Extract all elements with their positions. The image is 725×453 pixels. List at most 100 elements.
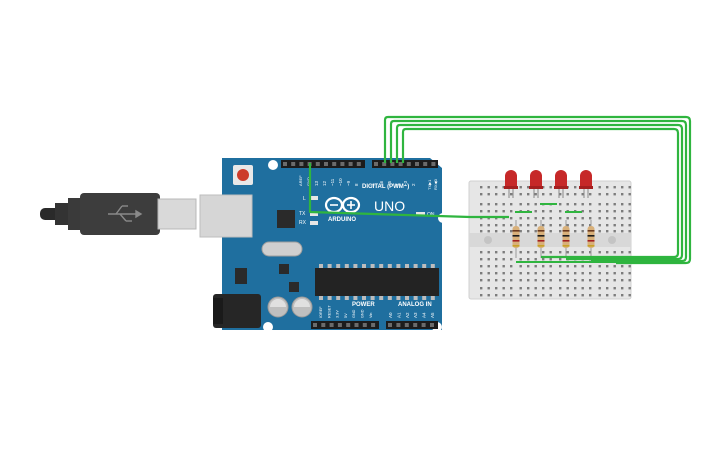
bb-hole <box>566 279 569 282</box>
bb-hole <box>621 265 624 268</box>
bb-hole <box>559 294 562 297</box>
bb-hole <box>480 258 483 261</box>
bb-hole <box>480 193 483 196</box>
bb-hole <box>606 210 609 213</box>
bb-hole <box>598 251 601 254</box>
red-led[interactable] <box>504 170 518 198</box>
bb-hole <box>542 279 545 282</box>
bb-hole <box>606 251 609 254</box>
digital-pin-label: ~5 <box>387 180 392 186</box>
usb-cable[interactable] <box>40 193 197 235</box>
bb-hole <box>534 217 537 220</box>
bb-hole <box>542 193 545 196</box>
wire-gnd[interactable] <box>308 163 509 219</box>
resistor-band <box>512 240 520 242</box>
chip-pin <box>387 264 392 268</box>
bb-hole <box>534 203 537 206</box>
bb-hole <box>628 272 631 275</box>
bb-hole <box>559 230 562 233</box>
resistor[interactable] <box>537 220 545 258</box>
bb-hole <box>527 265 530 268</box>
wire-pin-6[interactable] <box>383 115 692 265</box>
bb-hole <box>628 186 631 189</box>
resistor-band <box>562 245 570 247</box>
breadboard[interactable] <box>468 170 632 300</box>
wire-pin-5[interactable] <box>389 119 688 263</box>
bb-hole <box>549 287 552 290</box>
bb-hole <box>527 186 530 189</box>
header-hole <box>396 323 401 327</box>
bb-hole <box>628 251 631 254</box>
bb-hole <box>542 224 545 227</box>
bb-hole <box>581 287 584 290</box>
bb-hole <box>487 210 490 213</box>
bb-hole <box>581 265 584 268</box>
bb-hole <box>519 265 522 268</box>
bb-hole <box>566 217 569 220</box>
bb-hole <box>495 265 498 268</box>
header-hole <box>362 323 367 327</box>
bb-hole <box>502 265 505 268</box>
bb-hole <box>598 279 601 282</box>
chip-pin <box>396 296 401 300</box>
bb-hole <box>589 193 592 196</box>
resistor[interactable] <box>512 220 520 258</box>
digital-header-right[interactable] <box>372 160 438 168</box>
on-led <box>416 212 425 216</box>
bb-hole <box>487 217 490 220</box>
bb-hole <box>628 230 631 233</box>
bb-hole <box>613 272 616 275</box>
header-hole <box>371 323 376 327</box>
digital-pin-label: ~6 <box>379 180 384 186</box>
resistor-group <box>512 220 595 258</box>
bb-hole <box>606 186 609 189</box>
wire-pin-4[interactable] <box>395 123 684 261</box>
bb-hole <box>628 279 631 282</box>
tx-led <box>310 212 318 216</box>
chip-pin <box>344 264 349 268</box>
header-hole <box>283 162 287 166</box>
resistor[interactable] <box>587 220 595 258</box>
reset-button[interactable] <box>237 169 249 181</box>
bb-hole <box>502 186 505 189</box>
digital-pin-label: ~9 <box>346 180 351 186</box>
bb-hole <box>510 272 513 275</box>
bb-hole <box>519 279 522 282</box>
bb-hole <box>549 294 552 297</box>
power-header[interactable] <box>311 321 379 329</box>
usb-b-port <box>199 194 253 238</box>
red-led[interactable] <box>529 170 543 198</box>
bb-hole <box>510 251 513 254</box>
bb-hole <box>613 203 616 206</box>
bb-hole <box>598 203 601 206</box>
bb-hole <box>559 193 562 196</box>
red-led[interactable] <box>554 170 568 198</box>
resistor[interactable] <box>562 220 570 258</box>
wire-pin-3[interactable] <box>401 127 680 259</box>
bb-hole <box>534 193 537 196</box>
bb-hole <box>628 193 631 196</box>
digital-header-left[interactable] <box>281 160 365 168</box>
chip-pin <box>336 296 341 300</box>
bb-hole <box>589 294 592 297</box>
power-header-label: POWER <box>352 302 375 308</box>
capacitor-top <box>294 299 310 307</box>
analog-header[interactable] <box>386 321 438 329</box>
power-pin-label: GND <box>352 309 356 318</box>
bb-hole <box>542 258 545 261</box>
breadboard-notch <box>484 236 492 244</box>
chip-pin <box>387 296 392 300</box>
bb-hole <box>527 193 530 196</box>
bb-hole <box>502 203 505 206</box>
red-led[interactable] <box>579 170 593 198</box>
header-hole <box>348 162 353 166</box>
bb-hole <box>613 217 616 220</box>
bb-hole <box>574 224 577 227</box>
bb-hole <box>589 210 592 213</box>
digital-pin-label: ~3 <box>403 180 408 186</box>
bb-hole <box>566 203 569 206</box>
bb-hole <box>549 210 552 213</box>
bb-hole <box>534 210 537 213</box>
